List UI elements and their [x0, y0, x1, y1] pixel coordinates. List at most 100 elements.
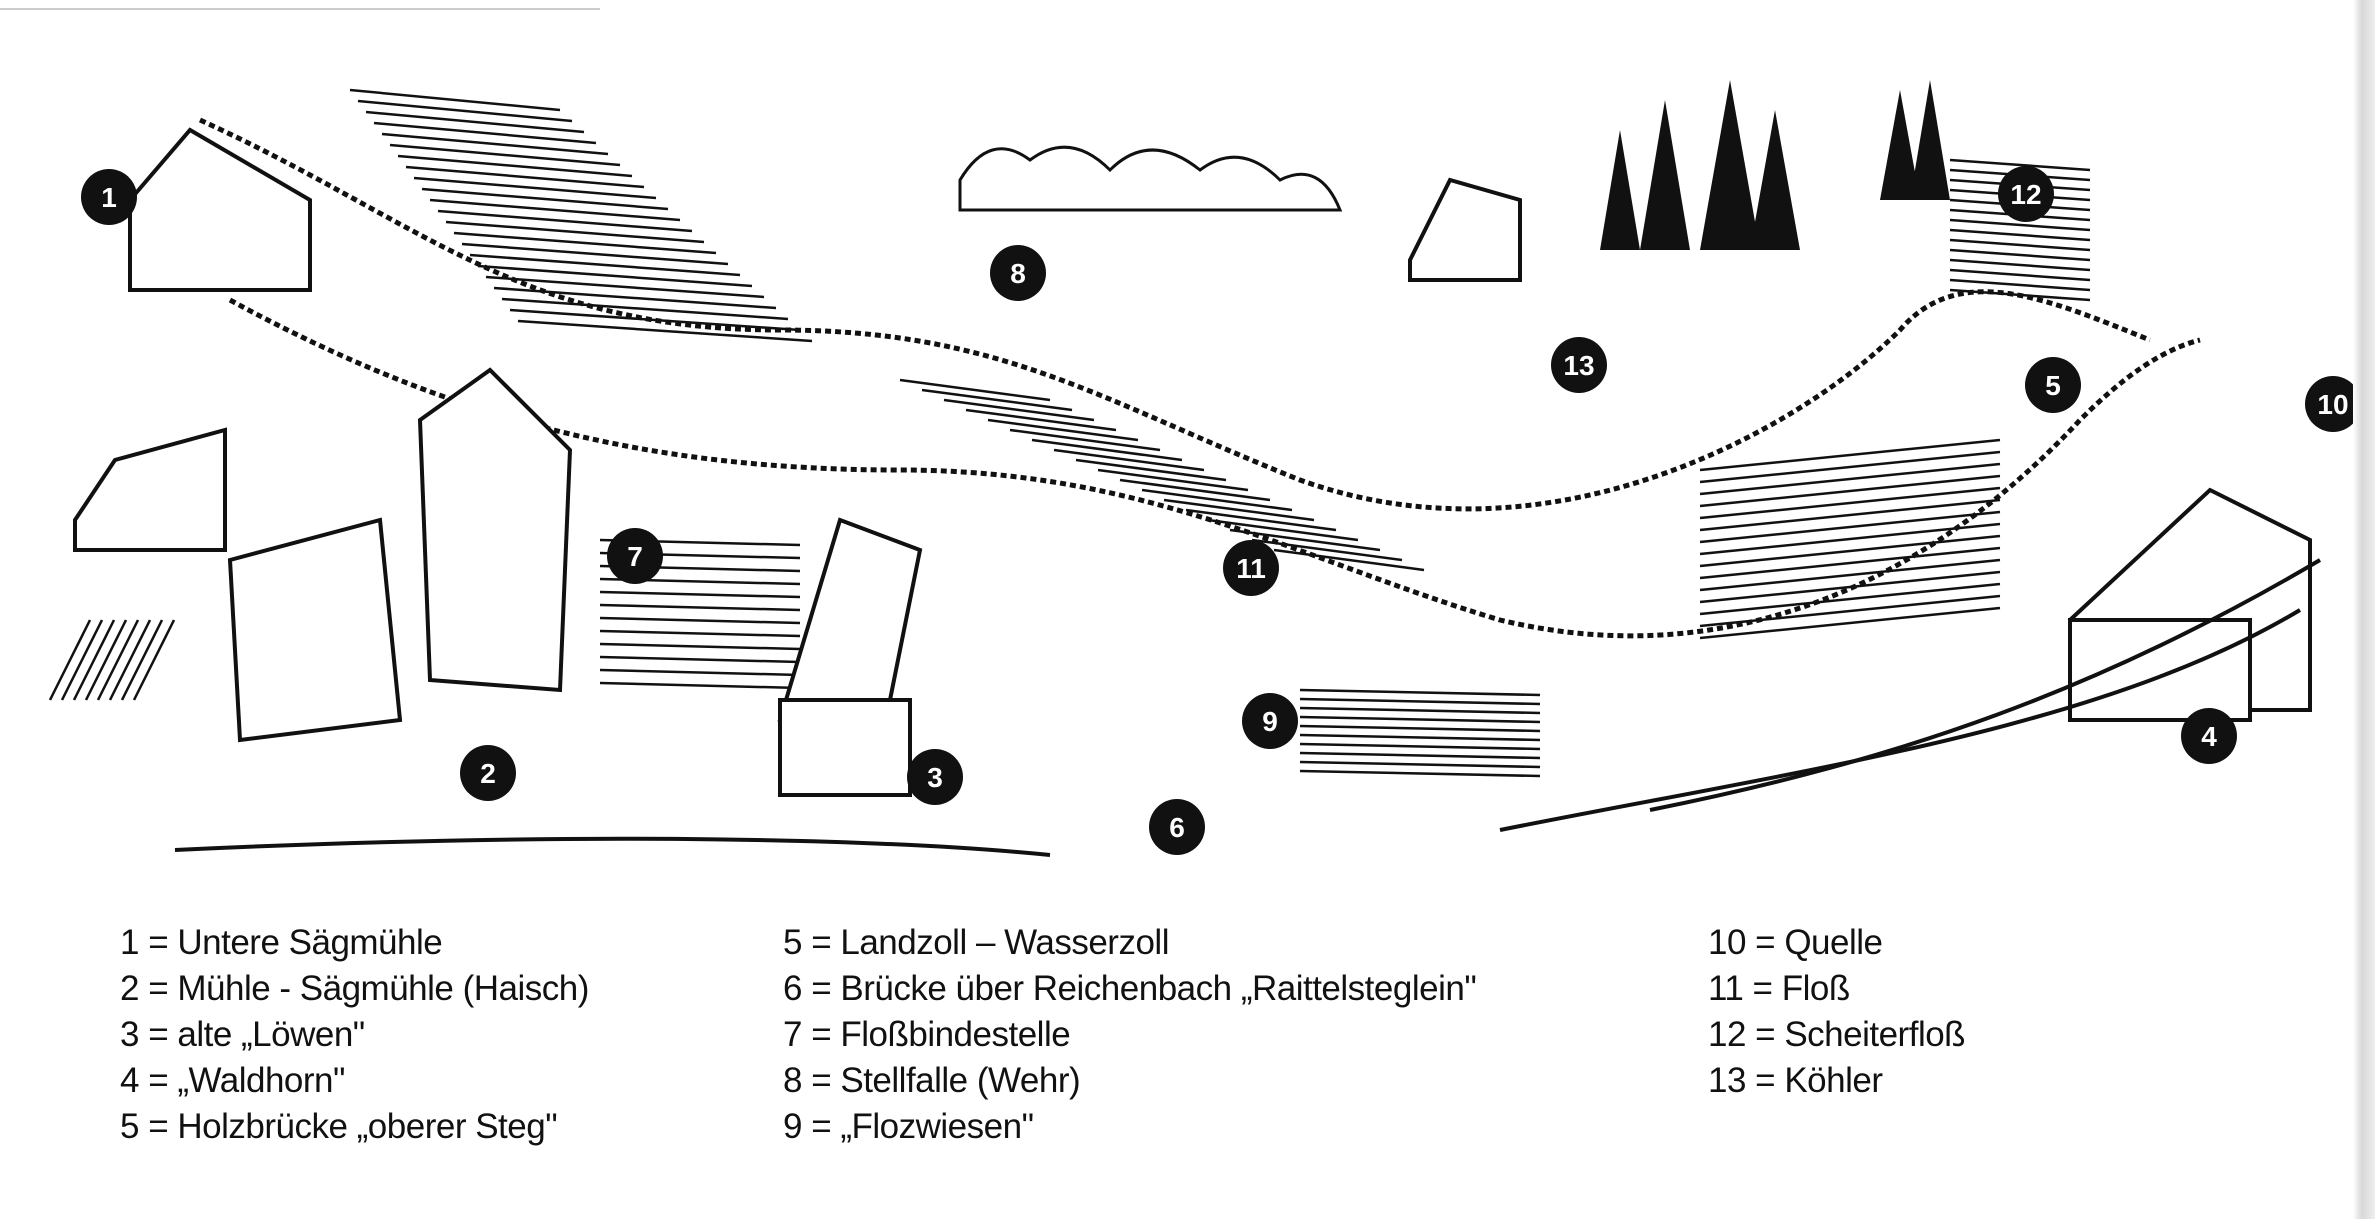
hatch-line	[84, 619, 128, 701]
hatch-line	[72, 619, 116, 701]
hatch-line	[132, 619, 176, 701]
marker-number: 10	[2317, 389, 2348, 420]
marker-circle	[907, 749, 963, 805]
scan-page-edge	[2353, 0, 2375, 1219]
marker-number: 1	[101, 182, 117, 213]
hatch-line	[1699, 498, 2001, 532]
marker-circle	[2305, 376, 2361, 432]
hatch-line	[1141, 488, 1293, 512]
hatch-line	[1699, 510, 2001, 544]
legend-item: 1 = Untere Sägmühle	[120, 923, 443, 962]
hatch-line	[1097, 468, 1249, 492]
marker-number: 9	[1262, 706, 1278, 737]
hatch-line	[1699, 438, 2001, 472]
hatch-line	[1207, 518, 1359, 542]
hatch-line	[599, 629, 801, 638]
marker-circle	[1242, 693, 1298, 749]
legend-item: 5 = Landzoll – Wasserzoll	[783, 923, 1169, 962]
marker-number: 3	[927, 762, 943, 793]
hatch-line	[943, 398, 1095, 422]
hatch-line	[1299, 715, 1541, 724]
hatch-line	[1053, 448, 1205, 472]
hatch-line	[469, 253, 741, 277]
hatch-line	[1699, 582, 2001, 616]
trees	[958, 80, 1950, 250]
marker-13: 13	[1551, 337, 1607, 393]
legend-item: 8 = Stellfalle (Wehr)	[783, 1061, 1081, 1100]
marker-number: 5	[2045, 370, 2061, 401]
marker-11: 11	[1223, 540, 1279, 596]
legend-item: 12 = Scheiterfloß	[1708, 1015, 1966, 1054]
hatch-line	[1949, 268, 2091, 282]
hatch-line	[1699, 558, 2001, 592]
legend-item: 5 = Holzbrücke „oberer Steg"	[120, 1107, 558, 1146]
hatch-line	[1699, 450, 2001, 484]
hatch-line	[357, 99, 573, 123]
hatch-line	[1699, 546, 2001, 580]
marker-circle	[2025, 357, 2081, 413]
hatch-line	[599, 603, 801, 612]
hatch-line	[1949, 278, 2091, 292]
hatch-line	[421, 187, 669, 211]
hatch-line	[1949, 218, 2091, 232]
hatch-line	[1075, 458, 1227, 482]
hatch-line	[1299, 733, 1541, 742]
hatch-line	[1699, 522, 2001, 556]
hatch-line	[1299, 742, 1541, 751]
hatch-line	[60, 619, 104, 701]
marker-number: 6	[1169, 812, 1185, 843]
hatch-line	[405, 165, 645, 189]
legend-item: 7 = Floßbindestelle	[783, 1015, 1071, 1054]
marker-2: 2	[460, 745, 516, 801]
hatch-line	[365, 110, 585, 134]
hatch-line	[1699, 534, 2001, 568]
marker-number: 12	[2010, 179, 2041, 210]
hatch-line	[389, 143, 621, 167]
hatch-line	[1699, 462, 2001, 496]
hatch-line	[501, 297, 789, 321]
buildings	[73, 127, 2312, 797]
hatch-line	[1699, 570, 2001, 604]
marker-circle	[607, 528, 663, 584]
legend-item: 13 = Köhler	[1708, 1061, 1883, 1100]
hatch-line	[477, 264, 753, 288]
hatch-line	[599, 681, 801, 690]
hatch-line	[1949, 248, 2091, 262]
marker-number: 2	[480, 758, 496, 789]
marker-3: 3	[907, 749, 963, 805]
hatch-line	[1299, 697, 1541, 706]
hatch-line	[1949, 158, 2091, 172]
hatch-line	[1699, 594, 2001, 628]
hatch-line	[1299, 688, 1541, 697]
hatch-line	[517, 319, 813, 343]
hatch-line	[1299, 706, 1541, 715]
hatch-line	[1119, 478, 1271, 502]
marker-9: 9	[1242, 693, 1298, 749]
hatch-line	[1009, 428, 1161, 452]
hatch-line	[381, 132, 609, 156]
hatch-line	[965, 408, 1117, 432]
marker-number: 4	[2201, 721, 2217, 752]
marker-circle	[1223, 540, 1279, 596]
hatch-line	[599, 616, 801, 625]
hatch-line	[397, 154, 633, 178]
hatch-line	[485, 275, 765, 299]
legend-item: 10 = Quelle	[1708, 923, 1883, 962]
hatch-line	[987, 418, 1139, 442]
legend-item: 9 = „Flozwiesen"	[783, 1107, 1034, 1146]
legend-item: 3 = alte „Löwen"	[120, 1015, 365, 1054]
marker-4: 4	[2181, 708, 2237, 764]
marker-number: 7	[627, 541, 643, 572]
marker-circle	[81, 169, 137, 225]
hatch-line	[453, 231, 717, 255]
marker-1: 1	[81, 169, 137, 225]
hatch-line	[599, 590, 801, 599]
hatch-line	[509, 308, 801, 332]
hatch-line	[599, 655, 801, 664]
marker-number: 13	[1563, 350, 1594, 381]
marker-5: 5	[2025, 357, 2081, 413]
hatch-line	[599, 642, 801, 651]
marker-number: 8	[1010, 258, 1026, 289]
